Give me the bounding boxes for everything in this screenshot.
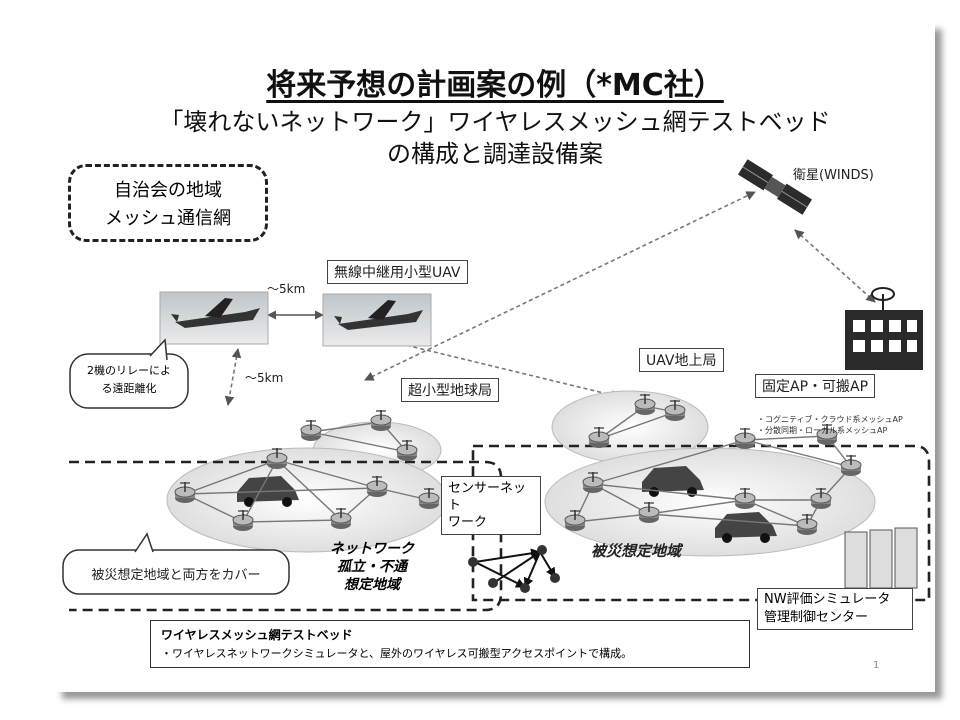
mesh-ap-node-icon xyxy=(330,508,352,529)
satellite-label: 衛星(WINDS) xyxy=(793,168,874,183)
mesh-ap-node-icon xyxy=(564,510,586,531)
mesh-ap-node-icon xyxy=(810,488,832,509)
left-region-outline xyxy=(69,460,503,612)
center-line-1: NW評価シミュレータ xyxy=(764,592,891,607)
testbed-note-box: ワイヤレスメッシュ網テストベッド ・ワイヤレスネットワークシミュレータと、屋外の… xyxy=(150,620,750,668)
mesh-ap-node-icon xyxy=(588,427,610,448)
isolated-area-label: ネットワーク 孤立・不通 想定地域 xyxy=(317,540,427,594)
mesh-link xyxy=(744,499,808,527)
relay-note: 2機のリレーによ る遠距離化 xyxy=(73,362,185,398)
mesh-ap-node-icon xyxy=(418,488,440,509)
sensor-cluster xyxy=(474,548,556,588)
mesh-ap-node-icon xyxy=(664,400,686,421)
sensor-network-label: センサーネット ワーク xyxy=(441,476,541,535)
local-mesh-label-2: メッシュ通信網 xyxy=(105,208,231,229)
mesh-ap-node-icon xyxy=(796,514,818,535)
uav-ground-station-label: UAV地上局 xyxy=(639,348,724,372)
ap-type-2: ・分散同期・ローカル系メッシュAP xyxy=(757,426,888,435)
mesh-ap-node-icon xyxy=(816,424,838,445)
building-icon xyxy=(845,287,923,370)
center-label: NW評価シミュレータ 管理制御センター xyxy=(757,588,913,630)
mesh-link xyxy=(598,410,676,441)
mesh-link xyxy=(592,480,746,504)
disaster-area-label: 被災想定地域 xyxy=(591,542,682,560)
page-number: 1 xyxy=(873,660,880,671)
mesh-ap-node-icon xyxy=(634,394,656,415)
uav-photo-1 xyxy=(159,291,269,345)
mesh-ap-node-icon xyxy=(232,510,254,531)
relay-note-line-1: 2機のリレーによ xyxy=(87,364,171,377)
small-earth-station-label: 超小型地球局 xyxy=(401,378,499,402)
relay-note-bubble xyxy=(69,338,189,409)
subtitle-line-2: の構成と調達設備案 xyxy=(387,140,603,168)
ap-types: ・コグニティブ・クラウド系メッシュAP ・分散同期・ローカル系メッシュAP xyxy=(757,414,903,436)
right-region-outline xyxy=(471,444,931,602)
uav-photo-2 xyxy=(322,293,432,347)
cover-both-label: 被災想定地域と両方をカバー xyxy=(91,568,261,583)
mesh-ap-node-icon xyxy=(366,476,388,497)
local-mesh-label-1: 自治会の地域 xyxy=(114,180,222,201)
sensor-network-line-1: センサーネット xyxy=(448,481,527,513)
mesh-ap-node-icon xyxy=(396,440,418,461)
mesh-ap-node-icon xyxy=(582,472,604,493)
mesh-link xyxy=(242,459,278,523)
mesh-ap-node-icon xyxy=(266,448,288,469)
mesh-ap-node-icon xyxy=(840,455,862,476)
sensor-network-line-2: ワーク xyxy=(448,515,488,530)
subtitle-line-1: 「壊れないネットワーク」ワイヤレスメッシュ網テストベッド xyxy=(159,108,831,136)
server-racks xyxy=(844,527,918,589)
mesh-ap-node-icon xyxy=(370,410,392,431)
local-mesh-box: 自治会の地域 メッシュ通信網 xyxy=(68,164,268,242)
ap-type-1: ・コグニティブ・クラウド系メッシュAP xyxy=(757,415,903,424)
isolated-line-2: 孤立・不通 xyxy=(337,559,407,575)
mesh-ap-node-icon xyxy=(300,420,322,441)
mesh-ap-node-icon xyxy=(734,428,756,449)
isolated-line-1: ネットワーク xyxy=(330,541,414,557)
distance-vertical: ～5km xyxy=(245,371,284,385)
page-title: 将来予想の計画案の例（*MC社） xyxy=(266,68,724,103)
mesh-link xyxy=(592,438,746,486)
left-mesh-ellipse xyxy=(166,447,448,553)
isolated-line-3: 想定地域 xyxy=(344,577,400,593)
satellite-links xyxy=(224,191,876,406)
mesh-ap-node-icon xyxy=(638,502,660,523)
mesh-link xyxy=(184,484,378,498)
mesh-ap-node-icon xyxy=(734,488,756,509)
relay-note-line-2: る遠距離化 xyxy=(101,382,157,395)
sensor-nodes xyxy=(468,545,560,593)
testbed-title: ワイヤレスメッシュ網テストベッド xyxy=(161,628,353,642)
fixed-ap-label: 固定AP・可搬AP xyxy=(755,374,876,398)
mesh-link xyxy=(744,432,828,444)
cover-both-bubble xyxy=(62,532,290,595)
testbed-description: ・ワイヤレスネットワークシミュレータと、屋外のワイヤレス可搬型アクセスポイントで… xyxy=(161,647,633,660)
satellite-icon xyxy=(738,159,812,215)
network-diagram xyxy=(62,159,931,612)
mesh-ap-node-icon xyxy=(174,482,196,503)
slide: 将来予想の計画案の例（*MC社） 「壊れないネットワーク」ワイヤレスメッシュ網テ… xyxy=(55,22,935,692)
center-line-2: 管理制御センター xyxy=(764,610,869,625)
uav-label: 無線中継用小型UAV xyxy=(327,260,468,284)
distance-horizontal: ～5km xyxy=(267,282,306,296)
mesh-link xyxy=(574,510,650,526)
mesh-link xyxy=(310,429,408,455)
